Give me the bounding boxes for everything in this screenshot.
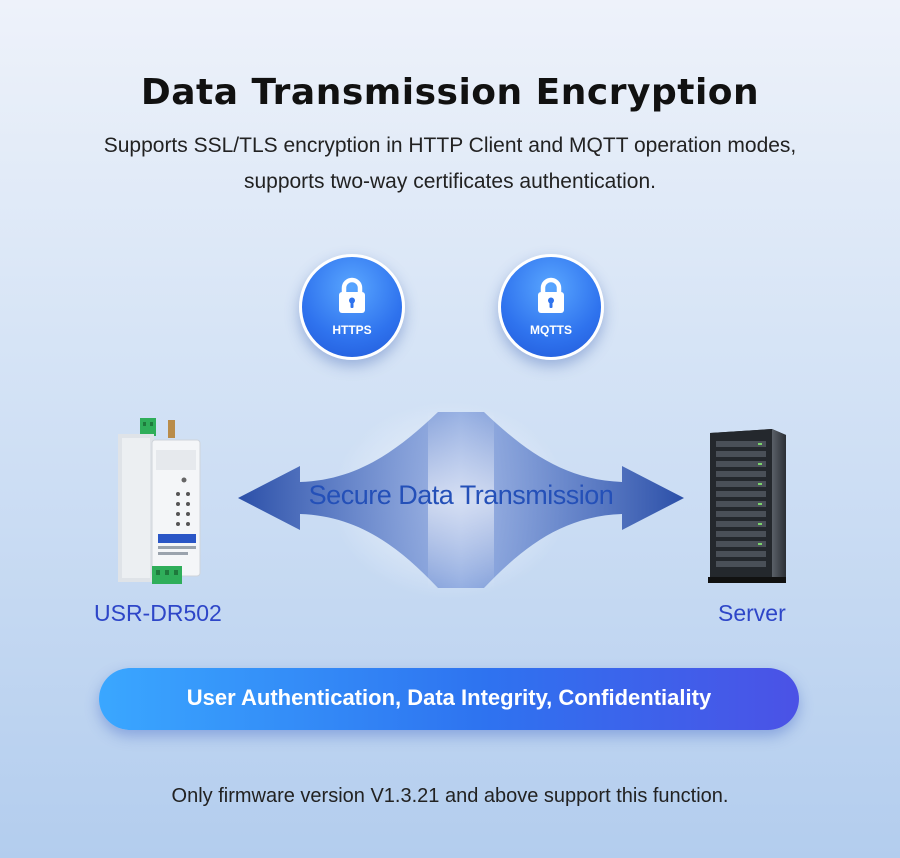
lock-icon: [339, 277, 365, 313]
subtitle-line-2: supports two-way certificates authentica…: [243, 170, 657, 193]
security-features-banner: User Authentication, Data Integrity, Con…: [99, 668, 799, 730]
lock-icon: [538, 277, 564, 313]
double-arrow-icon: [238, 410, 684, 590]
firmware-footnote: Only firmware version V1.3.21 and above …: [171, 785, 729, 807]
subtitle-line-1: Supports SSL/TLS encryption in HTTP Clie…: [103, 134, 797, 157]
server-label: Server: [718, 600, 786, 626]
arrow-caption: Secure Data Transmission: [308, 480, 614, 510]
https-badge: HTTPS: [299, 254, 405, 360]
https-label: HTTPS: [332, 323, 372, 337]
device-label: USR-DR502: [94, 600, 222, 626]
mqtts-badge: MQTTS: [498, 254, 604, 360]
mqtts-label: MQTTS: [530, 323, 572, 337]
server-rack-icon: [708, 429, 786, 583]
usr-dr502-device-image: [118, 418, 201, 584]
page-title: Data Transmission Encryption: [140, 72, 760, 113]
